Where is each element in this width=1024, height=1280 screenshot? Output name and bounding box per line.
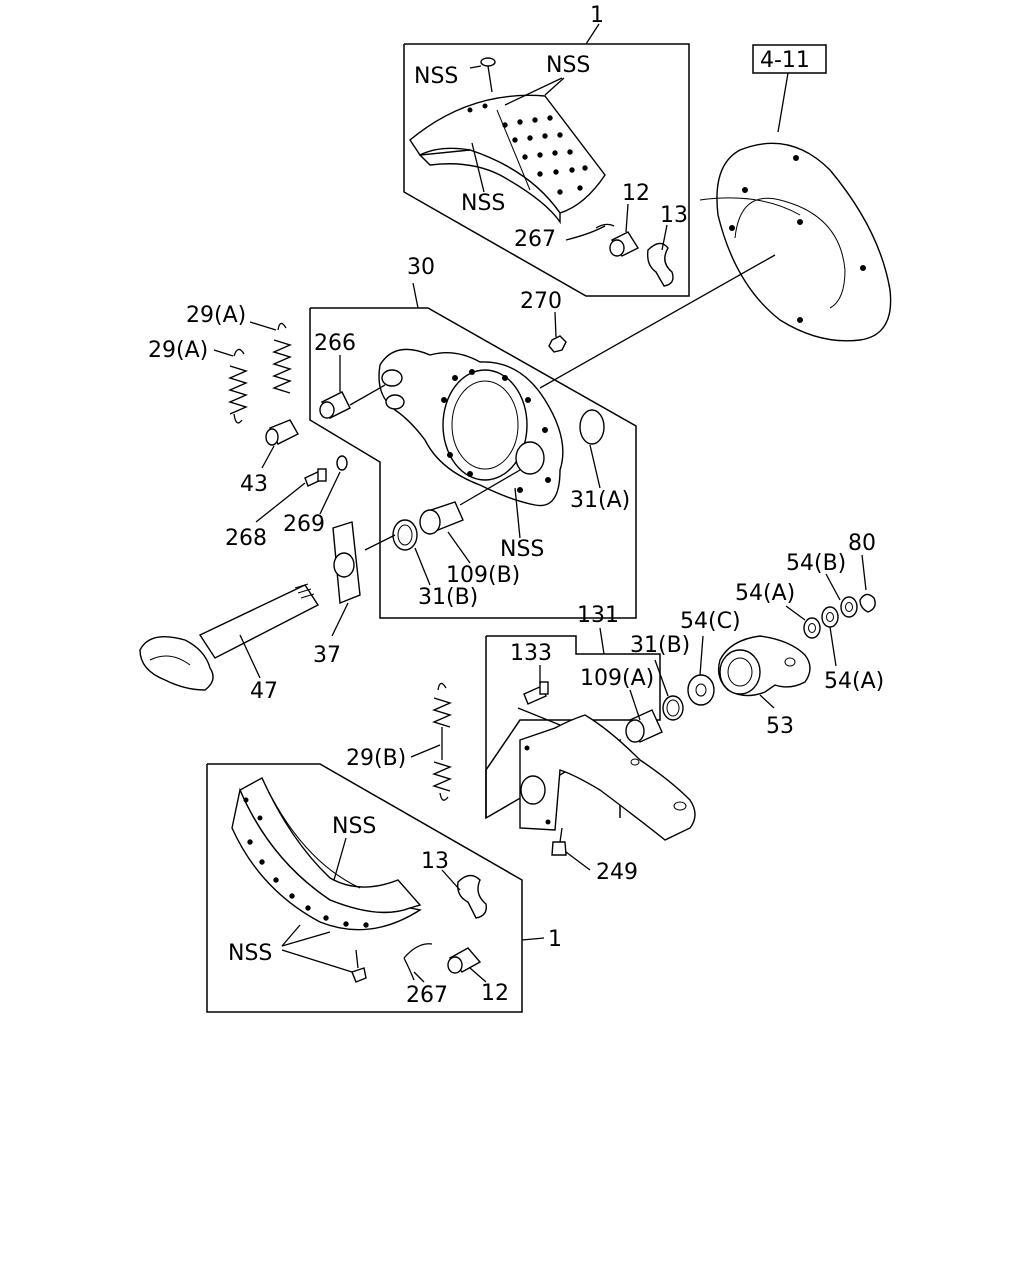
label-13-bottom: 13	[421, 849, 449, 874]
label-131: 131	[577, 603, 619, 628]
label-shoe-top: 1	[590, 3, 604, 28]
top-clip-13	[646, 242, 674, 287]
label-54b: 54(B)	[786, 551, 846, 576]
seal-31a	[579, 409, 605, 445]
top-shoe-group	[403, 23, 690, 297]
label-nss-5: NSS	[332, 814, 376, 839]
label-43: 43	[240, 472, 268, 497]
washer-269	[336, 455, 348, 471]
label-30: 30	[407, 255, 435, 280]
seal-31b-right	[662, 695, 684, 721]
spider-group	[309, 282, 637, 619]
top-brake-shoe	[409, 94, 606, 225]
slack-adjuster-53	[717, 635, 811, 697]
label-29a-2: 29(A)	[148, 338, 208, 363]
label-266: 266	[314, 331, 356, 356]
label-nss-6: NSS	[228, 941, 272, 966]
dust-shield-group	[539, 44, 892, 389]
label-267-top: 267	[514, 227, 556, 252]
grease-fitting-249	[551, 841, 567, 856]
label-31a: 31(A)	[570, 488, 630, 513]
bushing-109a	[625, 709, 663, 743]
washer-54a-bottom	[821, 606, 839, 628]
label-nss-1: NSS	[414, 64, 458, 89]
bottom-clip-13	[457, 874, 487, 919]
bottom-roller-12	[447, 947, 482, 974]
left-parts-group	[139, 321, 396, 691]
bolt-133	[523, 681, 549, 705]
bottom-wire-267	[403, 943, 433, 981]
label-267-bottom: 267	[406, 983, 448, 1008]
seal-31b-left	[392, 519, 418, 551]
snap-ring-80	[859, 593, 876, 613]
label-54a-1: 54(A)	[735, 581, 795, 606]
label-37: 37	[313, 643, 341, 668]
brake-spider	[378, 348, 564, 507]
label-268: 268	[225, 526, 267, 551]
bottom-brake-shoe	[231, 777, 422, 931]
anchor-pin-43	[265, 419, 299, 446]
bushing-266	[319, 391, 351, 419]
label-109a: 109(A)	[580, 666, 654, 691]
label-269: 269	[283, 512, 325, 537]
label-31b-1: 31(B)	[418, 585, 478, 610]
return-spring-29a-left	[228, 348, 248, 424]
top-wire-267	[565, 223, 615, 241]
washer-54b	[840, 596, 858, 618]
label-nss-2: NSS	[546, 53, 590, 78]
label-54a-2: 54(A)	[824, 669, 884, 694]
washer-54a-top	[803, 617, 821, 639]
label-nss-3: NSS	[461, 191, 505, 216]
nut-270	[548, 335, 567, 353]
bottom-rivet	[351, 949, 367, 983]
label-80: 80	[848, 531, 876, 556]
label-249: 249	[596, 860, 638, 885]
label-133: 133	[510, 641, 552, 666]
label-54c: 54(C)	[680, 609, 741, 634]
camshaft-47	[139, 583, 320, 691]
label-13-top: 13	[660, 203, 688, 228]
return-spring-29b	[410, 682, 452, 801]
label-nss-4: NSS	[500, 537, 544, 562]
label-29a-1: 29(A)	[186, 303, 246, 328]
bushing-109b	[419, 501, 464, 535]
label-53: 53	[766, 714, 794, 739]
label-ref-4-11: 4-11	[760, 48, 810, 73]
washer-54c	[687, 674, 715, 706]
bottom-shoe-group	[206, 763, 545, 1013]
top-roller-12	[609, 231, 640, 257]
label-47: 47	[250, 679, 278, 704]
return-spring-29a-right	[272, 322, 292, 394]
label-109b: 109(B)	[446, 563, 520, 588]
mounting-bracket-131	[519, 714, 696, 841]
top-rivet	[480, 57, 496, 93]
label-29b: 29(B)	[346, 746, 406, 771]
bracket-group	[485, 554, 876, 871]
callout-labels: 1 4-11 NSS NSS NSS 12 13 267 30 270 29(A…	[148, 3, 884, 1008]
label-31b-2: 31(B)	[630, 633, 690, 658]
label-shoe-bottom: 1	[548, 927, 562, 952]
label-12-top: 12	[622, 181, 650, 206]
dust-shield	[716, 142, 892, 342]
bolt-268	[304, 468, 327, 487]
label-270: 270	[520, 289, 562, 314]
label-12-bottom: 12	[481, 981, 509, 1006]
